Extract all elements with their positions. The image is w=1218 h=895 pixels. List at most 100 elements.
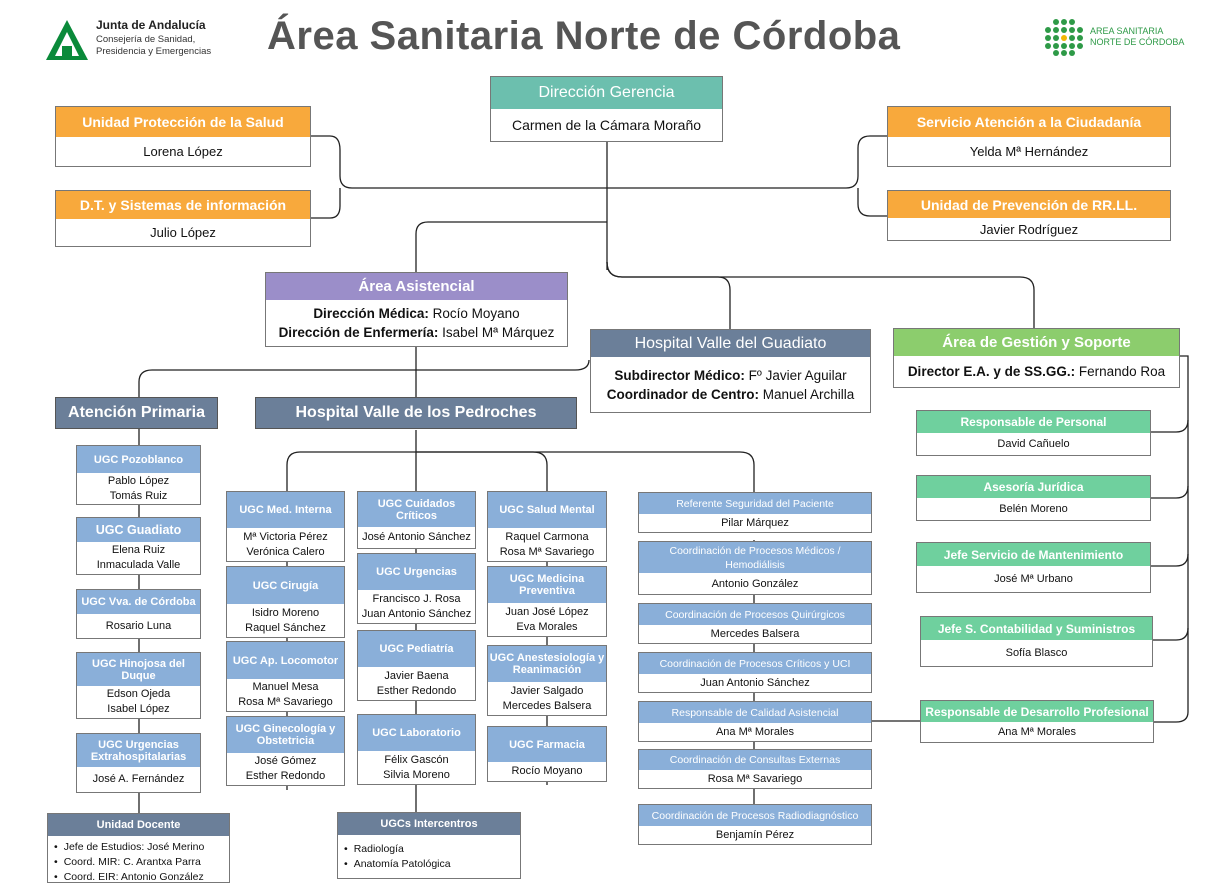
coordinacion-box: Coordinación de Procesos Radiodiagnóstic…	[638, 804, 872, 845]
ugc-title: UGC Farmacia	[488, 727, 606, 762]
ugc-name: Juan Antonio Sánchez	[361, 607, 472, 620]
coordinacion-title: Responsable de Calidad Asistencial	[639, 702, 871, 723]
prevencion-rrll-name: Javier Rodríguez	[979, 221, 1079, 237]
direccion-gerencia-name: Carmen de la Cámara Moraño	[511, 117, 702, 133]
ugc-title: UGC Salud Mental	[488, 492, 606, 528]
director-ea-line: Director E.A. y de SS.GG.: Fernando Roa	[908, 364, 1165, 379]
area-sanitaria-dots-icon	[1045, 19, 1083, 56]
ugc-name: Eva Morales	[516, 620, 578, 633]
ugc-name: Juan José López	[505, 605, 589, 618]
ugc-name: José Gómez	[254, 755, 317, 767]
ugc-hospital-box: UGC Salud Mental Raquel Carmona Rosa Mª …	[487, 491, 607, 562]
director-ea-label: Director E.A. y de SS.GG.:	[907, 364, 1076, 379]
area-gestion-box: Área de Gestión y Soporte Director E.A. …	[893, 328, 1180, 388]
direccion-enfermeria-label: Dirección de Enfermería:	[278, 325, 439, 340]
coordinacion-title: Referente Seguridad del Paciente	[639, 493, 871, 514]
ugc-names: Mª Victoria Pérez Verónica Calero	[227, 528, 344, 561]
ugc-name: Manuel Mesa	[252, 681, 319, 693]
ugc-title: UGC Anestesiología y Reanimación	[488, 646, 606, 682]
ugc-name: Mª Victoria Pérez	[243, 530, 328, 543]
ugc-hospital-box: UGC Cirugía Isidro Moreno Raquel Sánchez	[226, 566, 345, 638]
coordinacion-name: Pilar Márquez	[721, 517, 789, 529]
area-gestion-title: Área de Gestión y Soporte	[894, 329, 1179, 356]
ugc-title: UGC Cirugía	[227, 567, 344, 604]
subdirector-label: Subdirector Médico:	[614, 367, 745, 383]
ugc-names: Javier Salgado Mercedes Balsera	[488, 682, 606, 715]
direccion-gerencia-box: Dirección Gerencia Carmen de la Cámara M…	[490, 76, 723, 142]
coordinacion-title: Coordinación de Procesos Médicos / Hemod…	[639, 542, 871, 573]
hospital-guadiato-body: Subdirector Médico: Fº Javier Aguilar Co…	[591, 357, 870, 412]
ugc-name: Rocío Moyano	[511, 765, 583, 777]
ugc-name: Javier Baena	[384, 669, 449, 682]
coordinador-line: Coordinador de Centro: Manuel Archilla	[607, 385, 855, 404]
area-gestion-body: Director E.A. y de SS.GG.: Fernando Roa	[894, 356, 1179, 387]
direccion-medica-name: Rocío Moyano	[432, 306, 520, 321]
gestion-item-title: Jefe Servicio de Mantenimiento	[917, 543, 1150, 566]
ugc-title: UGC Laboratorio	[358, 715, 475, 751]
ugc-name: Isabel López	[107, 703, 170, 715]
coordinacion-box: Coordinación de Procesos Médicos / Hemod…	[638, 541, 872, 595]
ugc-hospital-box: UGC Pediatría Javier Baena Esther Redond…	[357, 630, 476, 701]
ugc-name: Raquel Sánchez	[245, 621, 326, 634]
gestion-item-title: Jefe S. Contabilidad y Suministros	[921, 617, 1152, 640]
unidad-docente-title: Unidad Docente	[48, 814, 229, 836]
ugc-name: Verónica Calero	[246, 545, 325, 558]
ugc-name: Tomás Ruiz	[109, 489, 168, 502]
direccion-gerencia-title: Dirección Gerencia	[491, 77, 722, 109]
area-sanitaria-logo: AREA SANITARIA NORTE DE CÓRDOBA	[1044, 18, 1204, 58]
gestion-item-name: David Cañuelo	[997, 438, 1070, 450]
ugc-hospital-box: UGC Medicina Preventiva Juan José López …	[487, 566, 607, 637]
ugc-hospital-box: UGC Cuidados Críticos José Antonio Sánch…	[357, 491, 476, 549]
ugc-name: Rosa Mª Savariego	[238, 696, 333, 708]
gestion-item-name: José Mª Urbano	[994, 573, 1073, 585]
coordinador-name: Manuel Archilla	[762, 386, 855, 402]
ugc-hospital-box: UGC Ginecología y Obstetricia José Gómez…	[226, 716, 345, 786]
gestion-item-name: Belén Moreno	[999, 503, 1068, 515]
ugc-title: UGC Pediatría	[358, 631, 475, 667]
ugc-hospital-box: UGC Laboratorio Félix Gascón Silvia More…	[357, 714, 476, 785]
ugc-names: Isidro Moreno Raquel Sánchez	[227, 604, 344, 637]
ugc-title: UGC Urgencias Extrahospitalarias	[77, 734, 200, 767]
ugc-name: Javier Salgado	[510, 684, 584, 697]
ugc-primaria-box: UGC Guadiato Elena Ruiz Inmaculada Valle	[76, 517, 201, 575]
unidad-docente-list: Jefe de Estudios: José Merino Coord. MIR…	[48, 836, 229, 885]
ugc-names: Manuel Mesa Rosa Mª Savariego	[227, 679, 344, 711]
junta-logo-line1: Junta de Andalucía	[96, 18, 206, 32]
ugc-name: Mercedes Balsera	[502, 699, 592, 712]
coordinacion-box: Responsable de Calidad Asistencial Ana M…	[638, 701, 872, 742]
ugc-name: Silvia Moreno	[383, 768, 450, 781]
ugcs-intercentros-box: UGCs Intercentros Radiología Anatomía Pa…	[337, 812, 521, 879]
area-logo-line1: AREA SANITARIA	[1090, 26, 1164, 36]
ugc-hospital-box: UGC Anestesiología y Reanimación Javier …	[487, 645, 607, 716]
coordinacion-title: Coordinación de Procesos Quirúrgicos	[639, 604, 871, 625]
servicio-atencion-title: Servicio Atención a la Ciudadanía	[888, 107, 1170, 137]
hospital-pedroches-band: Hospital Valle de los Pedroches	[255, 397, 577, 429]
ugc-title: UGC Ginecología y Obstetricia	[227, 717, 344, 753]
ugc-title: UGC Pozoblanco	[77, 446, 200, 473]
list-item: Anatomía Patológica	[344, 857, 520, 872]
director-ea-name: Fernando Roa	[1078, 364, 1166, 379]
coordinacion-title: Coordinación de Consultas Externas	[639, 750, 871, 770]
page-title: Área Sanitaria Norte de Córdoba	[267, 14, 901, 58]
gestion-item: Responsable de Desarrollo Profesional An…	[920, 700, 1154, 743]
list-item: Coord. MIR: C. Arantxa Parra	[54, 855, 229, 870]
list-item: Jefe de Estudios: José Merino	[54, 840, 229, 855]
hospital-guadiato-title: Hospital Valle del Guadiato	[591, 330, 870, 357]
ugc-name: Esther Redondo	[245, 770, 326, 782]
ugc-title: UGC Guadiato	[77, 518, 200, 542]
ugc-hospital-box: UGC Farmacia Rocío Moyano	[487, 726, 607, 782]
junta-andalucia-icon	[46, 20, 88, 60]
ugc-name: Félix Gascón	[384, 753, 449, 766]
ugc-names: Edson Ojeda Isabel López	[77, 686, 200, 718]
ugc-hospital-box: UGC Urgencias Francisco J. Rosa Juan Ant…	[357, 553, 476, 624]
ugc-name: Francisco J. Rosa	[372, 592, 461, 605]
unidad-docente-box: Unidad Docente Jefe de Estudios: José Me…	[47, 813, 230, 883]
ugcs-intercentros-title: UGCs Intercentros	[338, 813, 520, 835]
ugc-name: José A. Fernández	[92, 773, 185, 785]
subdirector-name: Fº Javier Aguilar	[748, 367, 847, 383]
gestion-item: Responsable de Personal David Cañuelo	[916, 410, 1151, 456]
dt-sistemas-title: D.T. y Sistemas de información	[56, 191, 310, 219]
coordinacion-name: Benjamín Pérez	[715, 829, 795, 841]
gestion-item-title: Asesoría Jurídica	[917, 476, 1150, 498]
ugc-name: Esther Redondo	[376, 684, 457, 697]
